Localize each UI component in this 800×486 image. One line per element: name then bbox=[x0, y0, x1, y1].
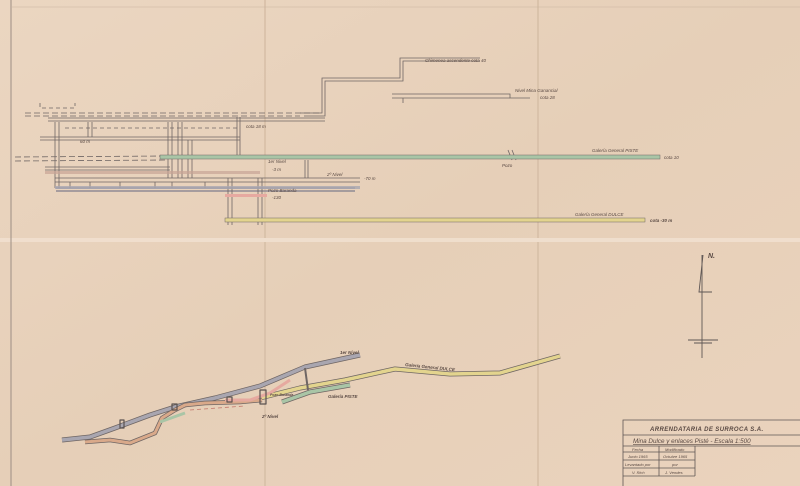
title-levantado-value: V. Rich bbox=[632, 470, 645, 475]
label-pozo-baranda: Pozo Baranda bbox=[268, 188, 297, 193]
title-modificado-label: Modificado bbox=[665, 447, 685, 452]
label-cota-m30: cota -30 m bbox=[650, 218, 672, 223]
plan-label-1er-nivel: 1er Nivel bbox=[340, 350, 360, 355]
plan-green-short bbox=[159, 411, 186, 424]
title-fecha-value: Junio 1965 bbox=[627, 454, 648, 459]
title-fecha-label: Fecha bbox=[632, 447, 644, 452]
title-company: ARRENDATARIA DE SURROCA S.A. bbox=[649, 427, 764, 433]
title-main: Mina Dulce y enlaces Pisté - Escala 1:50… bbox=[633, 438, 751, 445]
label-galeria-piste: Galería General PISTE bbox=[592, 148, 639, 153]
plan-label-galeria-piste: Galería PISTE bbox=[328, 394, 359, 399]
label-galeria-dulce: Galería General DULCE bbox=[575, 212, 625, 217]
brown-gallery bbox=[45, 171, 260, 174]
label-pozo: Pozo bbox=[502, 163, 513, 168]
plan-label-2o-nivel: 2º Nivel bbox=[261, 414, 279, 419]
label-cota-28: cota 28 bbox=[540, 95, 555, 100]
plan-label-galeria-dulce: Galería General DULCE bbox=[405, 362, 456, 372]
pink-gallery bbox=[225, 194, 267, 197]
title-block bbox=[622, 419, 800, 486]
galeria-piste-gallery bbox=[159, 154, 661, 160]
label-segundo-nivel: 2º Nivel bbox=[326, 172, 343, 177]
label-cota-10: cota 10 bbox=[664, 155, 679, 160]
north-arrow-icon bbox=[688, 254, 718, 358]
north-label: N. bbox=[708, 253, 715, 260]
title-por-value: J. Vendes bbox=[664, 470, 683, 475]
title-por-label: por bbox=[671, 462, 678, 467]
plan-view bbox=[61, 352, 561, 446]
label-primer-nivel: 1er Nivel bbox=[268, 159, 287, 164]
label-menos-130: -130 bbox=[272, 195, 282, 200]
galeria-dulce-gallery bbox=[224, 217, 646, 223]
plan-label-pozo: Pozo Baranda bbox=[270, 393, 293, 397]
label-cota-60: 60 m bbox=[80, 139, 90, 144]
title-modificado-value: Octubre 1965 bbox=[663, 454, 688, 459]
title-levantado-label: Levantado por bbox=[625, 462, 651, 467]
label-cota-18: cota 18 m bbox=[246, 124, 266, 129]
label-nivel-mina: Nivel Mina Ganancial bbox=[515, 88, 559, 93]
label-menos-70: -70 m bbox=[364, 176, 376, 181]
gray-gallery-70 bbox=[55, 186, 360, 189]
label-menos-3: -3 m bbox=[272, 167, 281, 172]
label-chimenea: Chimenea ascendente cota 40 bbox=[425, 58, 487, 63]
